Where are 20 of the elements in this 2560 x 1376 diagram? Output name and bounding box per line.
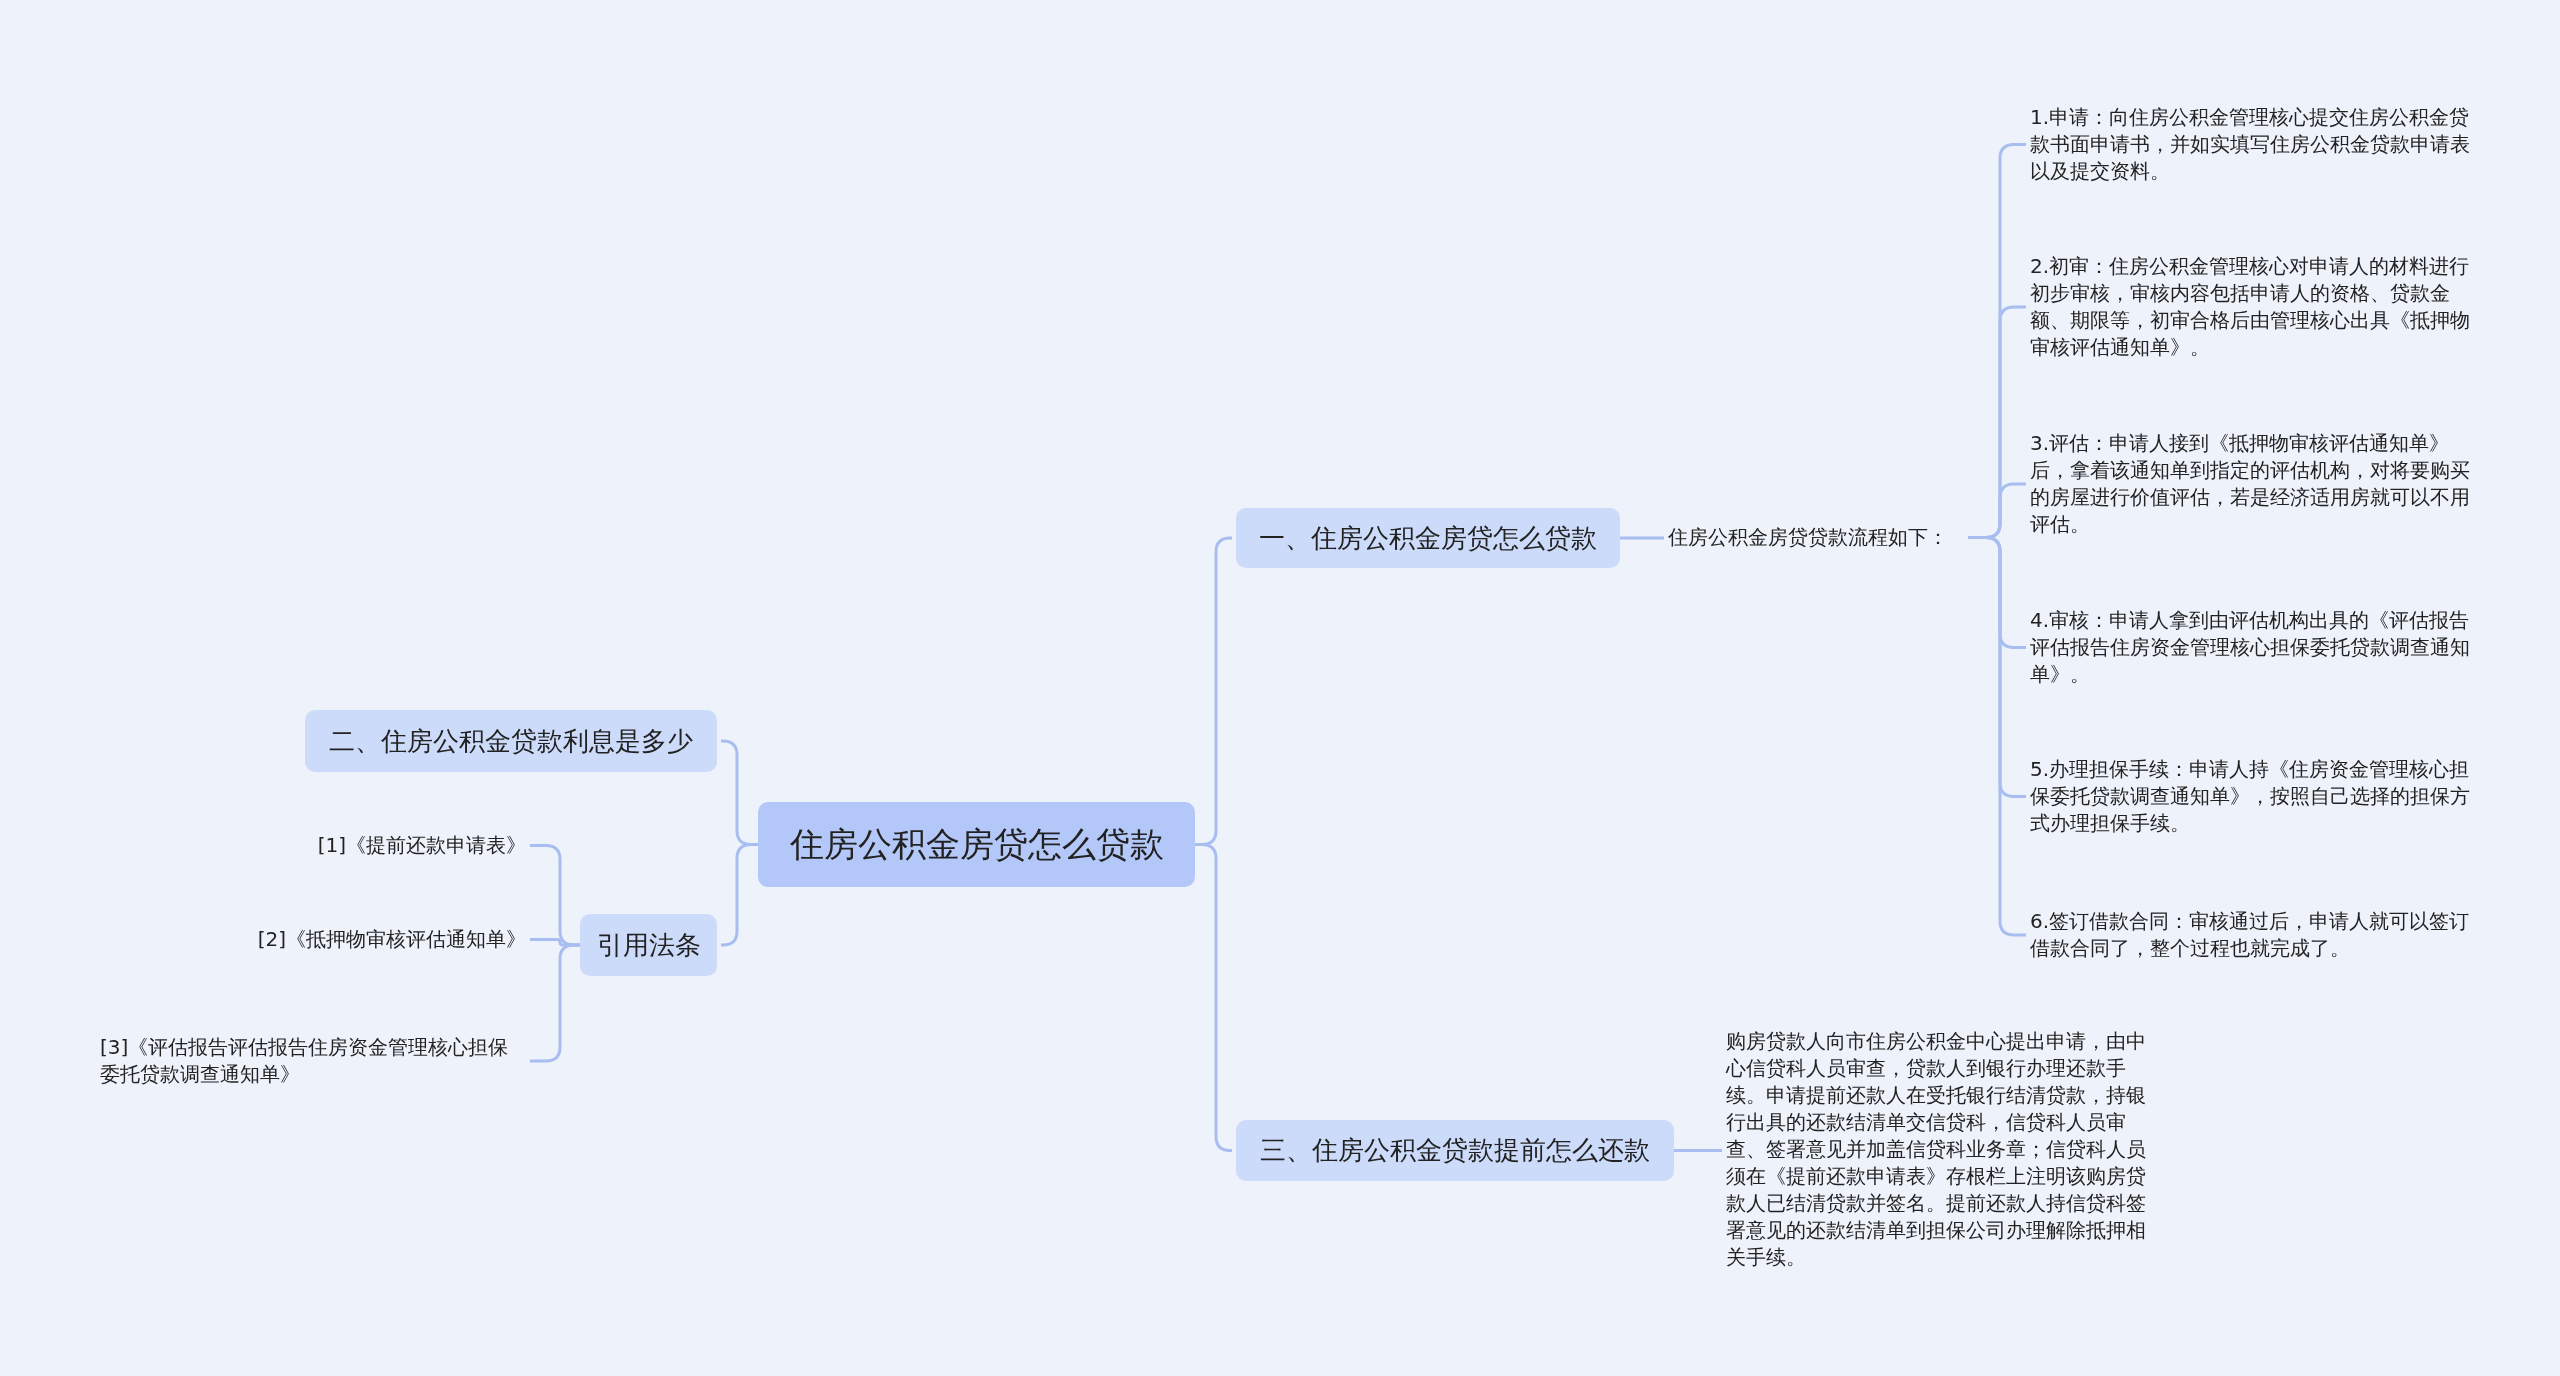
topic-box: 引用法条 [580,914,717,976]
connector-line [1195,843,1233,1152]
topic-text: 4.审核：申请人拿到由评估机构出具的《评估报告评估报告住房资金管理核心担保委托贷款调查通知单》。 [2030,607,2470,688]
topic-text: 3.评估：申请人接到《抵押物审核评估通知单》后，拿着该通知单到指定的评估机构，对将要购买的房屋进行价值评估，若是经济适用房就可以不用评估。 [2030,430,2470,538]
topic-text: 5.办理担保手续：申请人持《住房资金管理核心担保委托贷款调查通知单》，按照自己选择的担保方式办理担保手续。 [2030,756,2470,837]
connector-line [720,843,758,947]
connector-line [1620,536,1664,540]
topic-text: [3]《评估报告评估报告住房资金管理核心担保委托贷款调查通知单》 [100,1034,526,1088]
topic-text: [2]《抵押物审核评估通知单》 [100,926,526,953]
topic-text: [1]《提前还款申请表》 [100,832,526,859]
topic-text: 住房公积金房贷贷款流程如下： [1668,524,1968,551]
topic-box: 一、住房公积金房贷怎么贷款 [1236,508,1620,568]
topic-box: 三、住房公积金贷款提前怎么还款 [1236,1120,1674,1181]
connector-line [1674,1149,1722,1152]
topic-box: 二、住房公积金贷款利息是多少 [305,710,717,772]
topic-text: 6.签订借款合同：审核通过后，申请人就可以签订借款合同了，整个过程也就完成了。 [2030,908,2470,962]
central-topic-box: 住房公积金房贷怎么贷款 [758,802,1195,887]
topic-text: 购房贷款人向市住房公积金中心提出申请，由中心信贷科人员审查，贷款人到银行办理还款手续。申请提前还款人在受托银行结清贷款，持银行出具的还款结清单交信贷科，信贷科人员审查、签署意见并加盖信贷科业务章；信贷科人员须在《提前还款申请表》存根栏上注明该购房贷款人已结清贷款并签名。提前还款人持信贷科签署意见的还款结清单到担保公司办理解除抵押相关手续。 [1726,1028,2156,1271]
topic-text: 1.申请：向住房公积金管理核心提交住房公积金贷款书面申请书，并如实填写住房公积金贷款申请表以及提交资料。 [2030,104,2470,185]
topic-text: 2.初审：住房公积金管理核心对申请人的材料进行初步审核，审核内容包括申请人的资格、贷款金额、期限等，初审合格后由管理核心出具《抵押物审核评估通知单》。 [2030,253,2470,361]
